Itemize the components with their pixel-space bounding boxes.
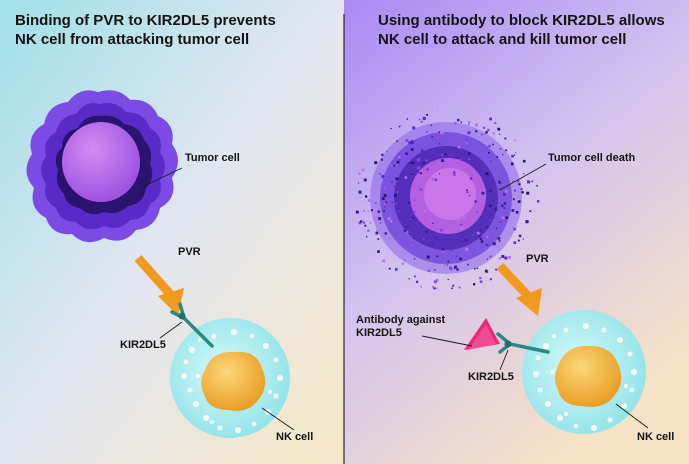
right-tumor-label: Tumor cell death — [548, 152, 636, 164]
antibody-against-kir2dl5 — [464, 318, 500, 350]
right-kir2dl5-receptor — [496, 332, 550, 354]
right-dying-tumor-cell — [370, 122, 522, 274]
cell-debris-particles — [355, 109, 540, 290]
left-kir2dl5-label: KIR2DL5 — [120, 339, 166, 351]
right-title: Using antibody to block KIR2DL5 allows N… — [378, 12, 665, 48]
left-pvr-arrow — [134, 255, 184, 316]
left-title: Binding of PVR to KIR2DL5 prevents NK ce… — [15, 12, 276, 48]
left-nk-cell — [170, 318, 290, 438]
left-pvr-label: PVR — [178, 246, 201, 258]
left-receptor-pointer — [159, 321, 183, 339]
left-background — [0, 0, 344, 464]
right-pvr-label: PVR — [526, 253, 549, 265]
left-tumor-pointer — [139, 167, 183, 189]
right-kir2dl5-label: KIR2DL5 — [468, 371, 514, 383]
left-tumor-cell — [26, 90, 179, 243]
left-nk-pointer — [261, 407, 295, 431]
right-antibody-label: Antibody against KIR2DL5 — [356, 314, 446, 339]
right-pvr-arrow — [496, 262, 542, 316]
antibody-pointer — [421, 335, 473, 347]
right-nk-label: NK cell — [637, 431, 675, 443]
left-tumor-label: Tumor cell — [185, 152, 240, 164]
right-tumor-pointer — [499, 163, 547, 191]
left-kir2dl5-receptor — [170, 302, 214, 348]
right-nk-cell — [522, 310, 646, 434]
right-receptor-pointer — [499, 349, 509, 371]
left-nk-label: NK cell — [276, 431, 314, 443]
right-nk-pointer — [615, 403, 649, 429]
